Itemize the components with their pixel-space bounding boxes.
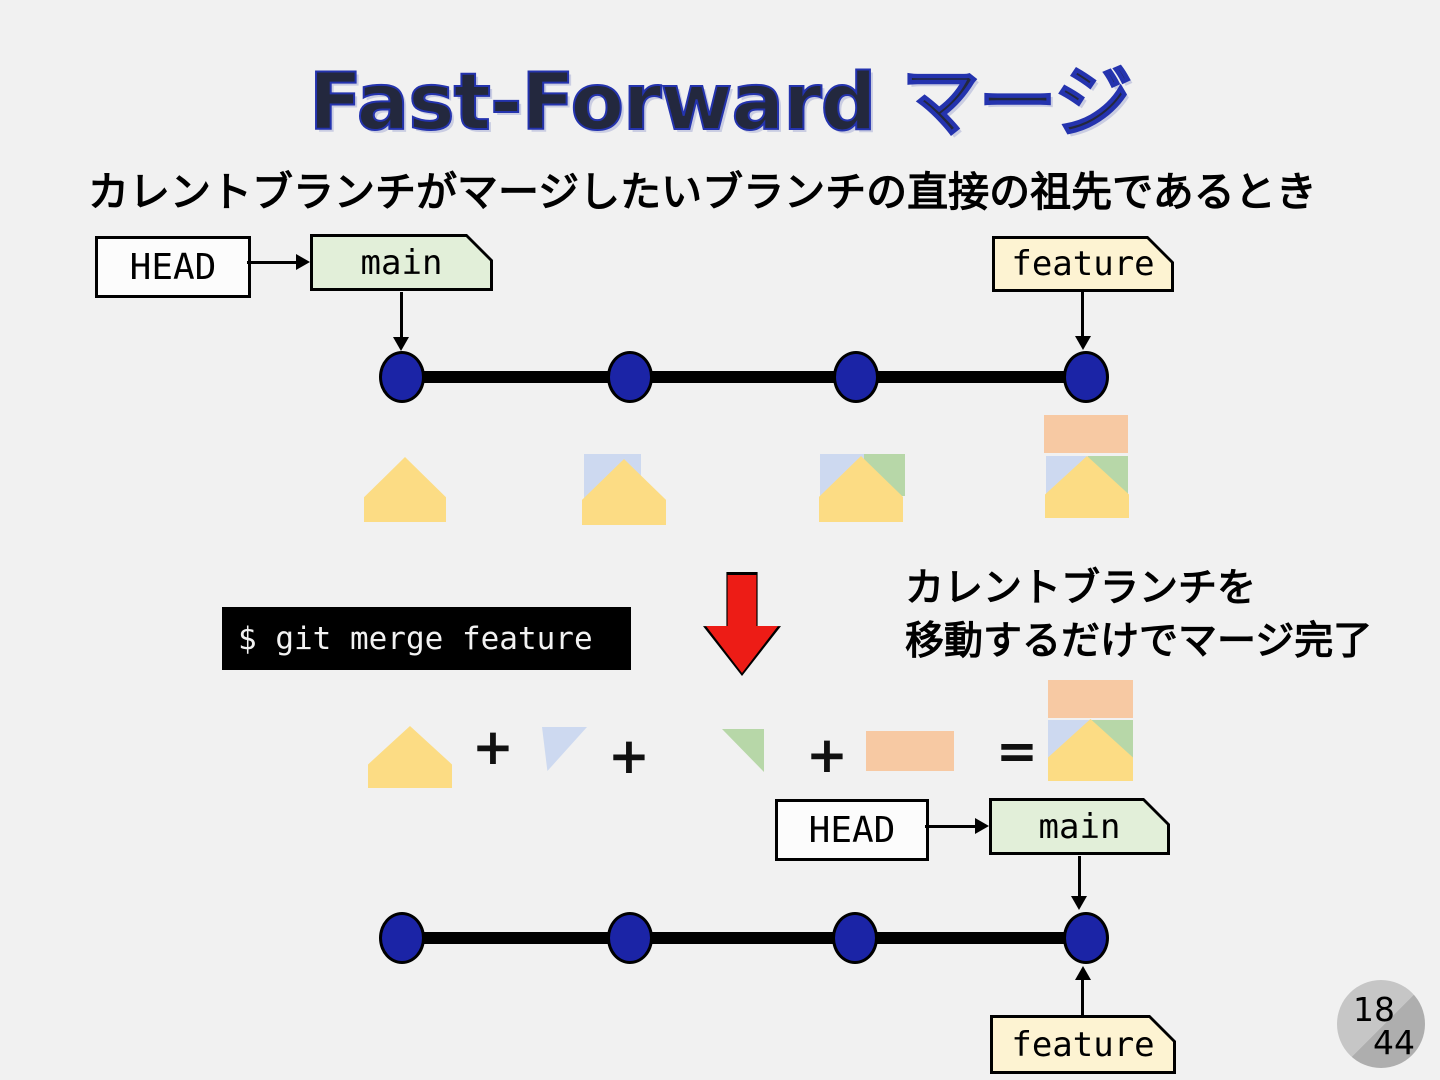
equation-green-triangle [722,729,764,772]
feature-branch-tag-top: feature [992,236,1174,292]
arrow-up-icon [1075,966,1091,980]
plus-sign: + [806,726,848,784]
plus-sign: + [608,727,650,785]
merge-note: カレントブランチを 移動するだけでマージ完了 [905,563,1405,668]
feature-label-bottom: feature [1011,1024,1155,1065]
slide-title: Fast-Forward マージ [308,57,1133,149]
commit-node [379,912,425,964]
snapshot-1-house [364,457,446,522]
branch-line-top [402,371,1086,383]
equation-orange-rect [866,731,954,771]
main-branch-tag-bottom: main [989,798,1170,855]
commit-node [1063,912,1109,964]
slide-subtitle: カレントブランチがマージしたいブランチの直接の祖先であるとき [88,168,1317,216]
red-down-arrow-icon [703,572,781,676]
merge-note-line1: カレントブランチを [905,566,1257,611]
arrow-right-icon [296,254,310,270]
main-label-top: main [360,242,443,283]
commit-node [607,351,653,403]
commit-node [833,351,879,403]
commit-node [1063,351,1109,403]
feature-label-top: feature [1011,244,1155,284]
commit-node [607,912,653,964]
commit-node [832,912,878,964]
terminal-command: $ git merge feature [238,620,593,657]
head-box-bottom: HEAD [775,799,929,861]
page-indicator: 18 44 [1337,980,1425,1068]
commit-node [379,351,425,403]
main-branch-tag-top: main [310,234,493,291]
equation-blue-triangle [542,727,587,771]
page-total: 44 [1373,1023,1415,1062]
arrow-down-icon [1075,336,1091,350]
equals-sign: = [996,722,1038,780]
arrow-down-icon [393,337,409,351]
terminal-command-box: $ git merge feature [222,607,631,670]
page-current: 18 [1353,990,1395,1029]
arrow-right-icon [975,818,989,834]
plus-sign: + [472,718,514,776]
main-label-bottom: main [1038,806,1121,847]
head-label-bottom: HEAD [808,809,896,851]
head-box-top: HEAD [95,236,251,298]
merge-note-line2: 移動するだけでマージ完了 [905,618,1373,664]
equation-house [368,726,452,788]
head-label-top: HEAD [129,246,217,288]
arrow-down-icon [1071,896,1087,910]
branch-line-bottom [402,932,1086,944]
feature-branch-tag-bottom: feature [990,1015,1176,1074]
